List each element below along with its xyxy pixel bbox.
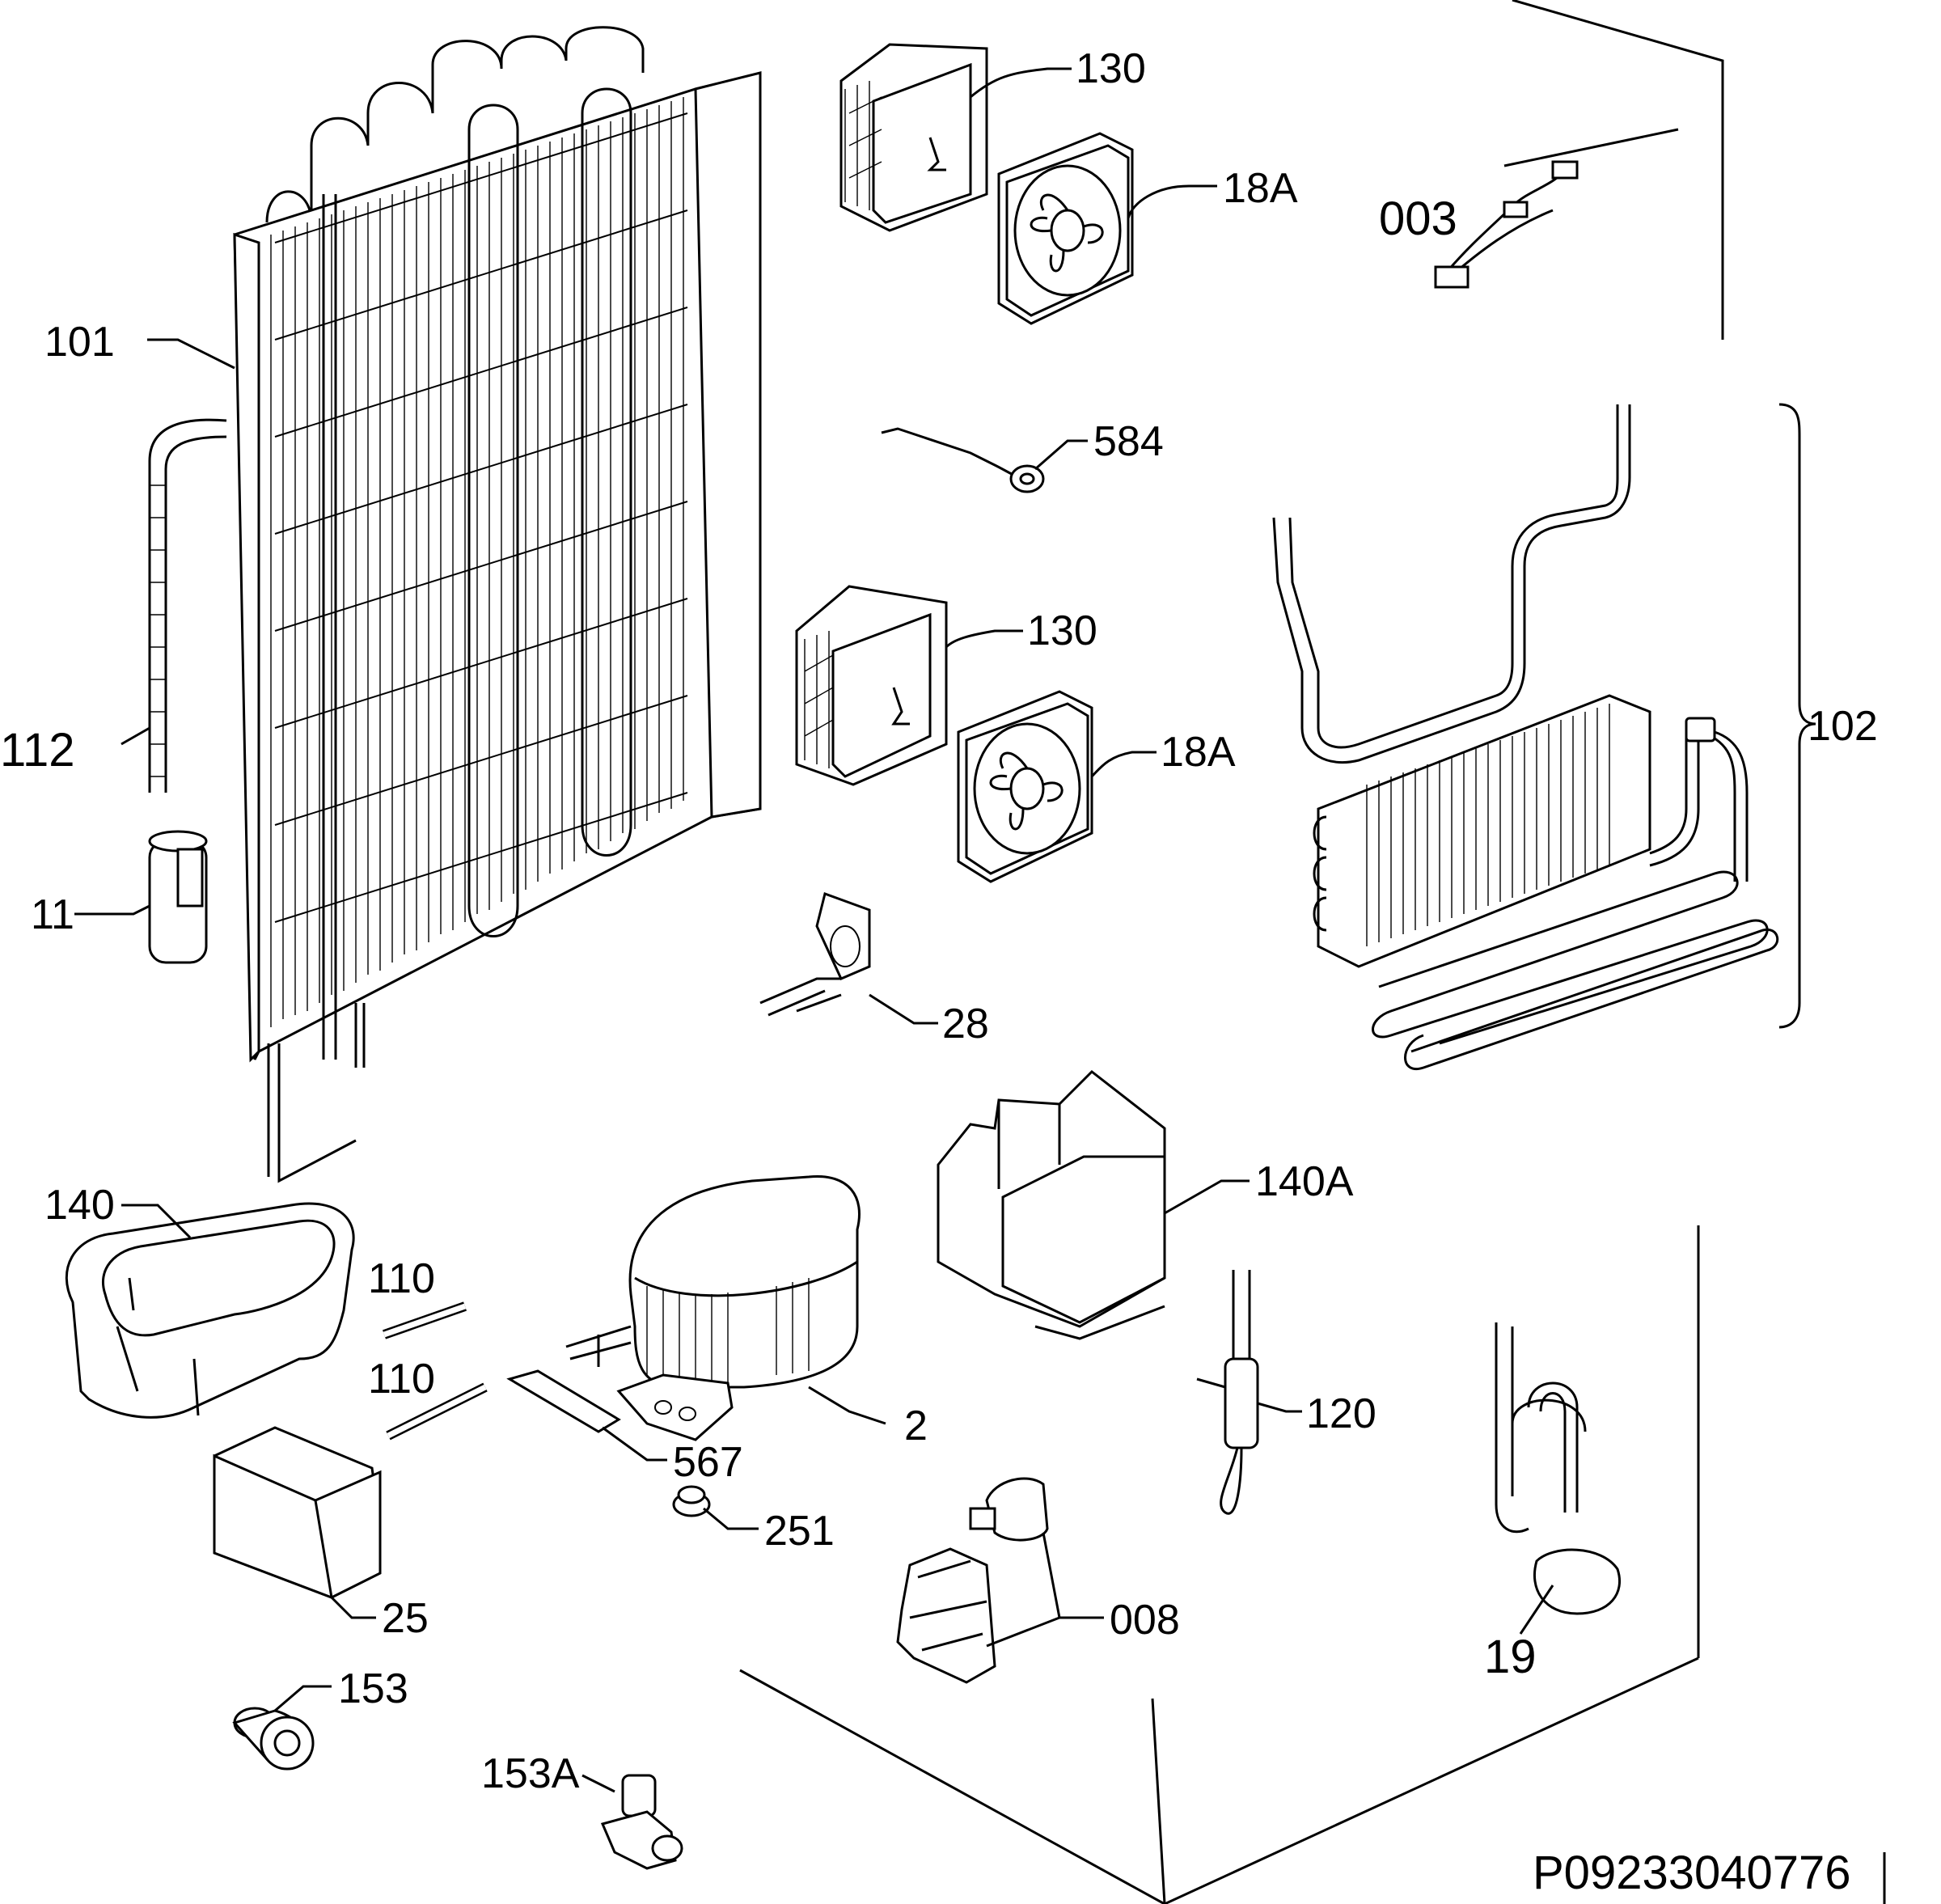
dryer-filter-11 xyxy=(148,830,208,964)
heater-coil-19 xyxy=(1495,1322,1622,1615)
cabinet-outline xyxy=(739,0,1886,1904)
cover-140a xyxy=(937,1070,1166,1340)
callout-110-a: 110 xyxy=(368,1255,435,1302)
relay-008 xyxy=(896,1477,1049,1684)
plate-567 xyxy=(506,1369,621,1433)
fan-housing-130-top xyxy=(839,43,988,232)
callout-003: 003 xyxy=(1379,193,1457,245)
valve-153a xyxy=(600,1774,683,1870)
callout-140: 140 xyxy=(44,1182,115,1229)
callout-101: 101 xyxy=(44,319,115,366)
rod-110-a xyxy=(383,1301,467,1339)
callout-112: 112 xyxy=(0,724,74,776)
callout-11: 11 xyxy=(31,891,74,938)
heater-120 xyxy=(1196,1270,1259,1515)
condenser-fins xyxy=(270,97,688,1027)
callout-19: 19 xyxy=(1484,1631,1537,1683)
callout-120: 120 xyxy=(1306,1390,1376,1437)
fan-18a-top xyxy=(997,132,1134,325)
bushing-153 xyxy=(232,1707,315,1771)
drain-hose-112 xyxy=(148,418,227,793)
callout-153a: 153A xyxy=(481,1750,580,1797)
evaporator-102 xyxy=(1272,404,1779,1071)
condenser-101 xyxy=(233,26,762,1183)
fan-housing-130-mid xyxy=(795,585,948,786)
evaporator-fins xyxy=(1366,704,1610,946)
callout-18a-mid: 18A xyxy=(1161,729,1236,776)
leader-lines xyxy=(74,67,1554,1793)
callout-584: 584 xyxy=(1093,418,1164,465)
document-code: P09233040776 xyxy=(1533,1847,1851,1899)
callout-567: 567 xyxy=(673,1439,743,1486)
callout-130-mid: 130 xyxy=(1027,607,1097,654)
callout-153: 153 xyxy=(338,1665,408,1712)
callout-labels: 130 18A 003 101 584 102 130 112 18A 11 2… xyxy=(0,45,1878,1797)
temperature-sensor-584 xyxy=(881,427,1045,493)
callout-25: 25 xyxy=(382,1595,429,1642)
wiring-harness-003 xyxy=(1434,160,1579,289)
callout-140a: 140A xyxy=(1255,1158,1354,1205)
callout-2: 2 xyxy=(904,1403,928,1449)
callout-251: 251 xyxy=(764,1508,835,1555)
callout-102: 102 xyxy=(1808,703,1878,750)
callout-110-b: 110 xyxy=(368,1356,435,1403)
callout-130-top: 130 xyxy=(1076,45,1146,92)
grommet-251 xyxy=(672,1485,711,1517)
callout-008: 008 xyxy=(1110,1597,1180,1644)
callout-18a-top: 18A xyxy=(1223,165,1298,212)
bracket-28 xyxy=(759,892,871,1017)
rod-110-b xyxy=(386,1382,488,1441)
callout-28: 28 xyxy=(942,1001,989,1047)
terminal-cover-25 xyxy=(213,1426,382,1599)
drip-tray-140 xyxy=(65,1202,355,1419)
evaporator-bracket xyxy=(1778,403,1816,1029)
compressor-2 xyxy=(565,1174,861,1441)
fan-18a-mid xyxy=(957,690,1093,883)
